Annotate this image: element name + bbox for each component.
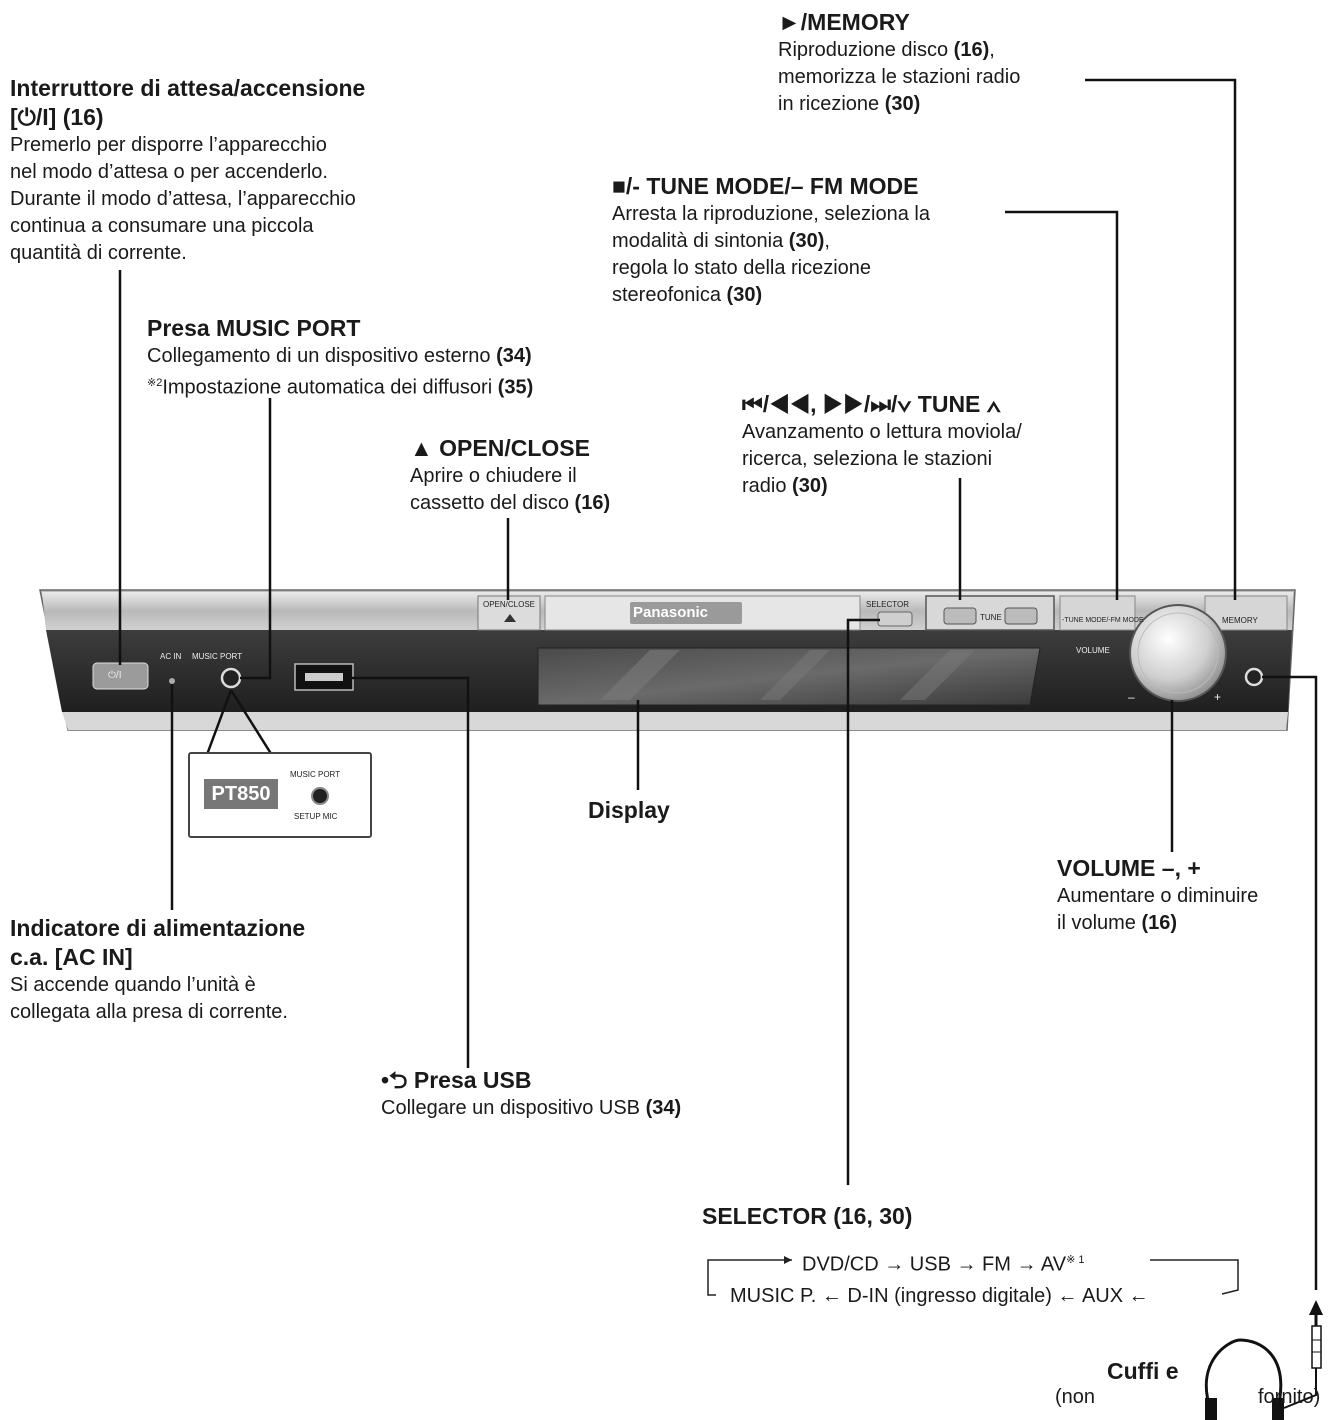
panel-volume-plus: + bbox=[1214, 690, 1222, 704]
stop-line3: regola lo stato della ricezione bbox=[612, 257, 872, 279]
stop-title: ■/- TUNE MODE/– FM MODE bbox=[612, 173, 919, 199]
music-port-note-mark: ※2 bbox=[147, 377, 163, 389]
volume-ref: (16) bbox=[1141, 912, 1178, 934]
music-port-callout: Presa MUSIC PORT Collegamento di un disp… bbox=[147, 314, 533, 402]
open-close-line1: Aprire o chiudere il bbox=[410, 465, 577, 487]
panel-open-close-label: OPEN/CLOSE bbox=[483, 600, 536, 609]
memory-line2: memorizza le stazioni radio bbox=[778, 66, 1021, 88]
panel-selector-label: SELECTOR bbox=[866, 600, 909, 609]
pt850-badge: PT850 bbox=[204, 779, 278, 809]
panel-volume-label: VOLUME bbox=[1076, 646, 1110, 655]
power-desc-5: quantità di corrente. bbox=[10, 242, 187, 264]
open-close-ref: (16) bbox=[574, 492, 611, 514]
tune-title: ⏮/◀◀, ▶▶/⏭/∨ TUNE ∧ bbox=[742, 391, 1001, 417]
panel-tune-mode-label: -TUNE MODE/-FM MODE bbox=[1062, 617, 1144, 624]
stop-line4-ref: (30) bbox=[726, 284, 763, 306]
pt850-inset: PT850 MUSIC PORT SETUP MIC bbox=[188, 752, 372, 838]
tune-line2: ricerca, seleziona le stazioni bbox=[742, 448, 993, 470]
stop-line4: stereofonica bbox=[612, 284, 721, 306]
tune-line1: Avanzamento o lettura moviola/ bbox=[742, 421, 1022, 443]
volume-callout: VOLUME –, + Aumentare o diminuire il vol… bbox=[1057, 854, 1258, 937]
inset-jack bbox=[311, 787, 329, 805]
power-button[interactable]: ⏻/I bbox=[108, 670, 122, 681]
memory-callout: ►/MEMORY Riproduzione disco (16), memori… bbox=[778, 8, 1020, 118]
power-title: Interruttore di attesa/accensione bbox=[10, 75, 366, 101]
ac-in-title1: Indicatore di alimentazione bbox=[10, 915, 306, 941]
power-desc-1: Premerlo per disporre l’apparecchio bbox=[10, 134, 327, 156]
music-port-line2: Impostazione automatica dei diffusori bbox=[162, 376, 493, 399]
power-symbol: [⏻/I] bbox=[10, 104, 57, 130]
panel-ac-in-label: AC IN bbox=[160, 652, 182, 661]
volume-line2: il volume bbox=[1057, 912, 1136, 934]
ac-in-line2: collegata alla presa di corrente. bbox=[10, 1001, 288, 1023]
usb-callout: •⮌ Presa USB Collegare un dispositivo US… bbox=[381, 1066, 681, 1122]
open-close-callout: ▲ OPEN/CLOSE Aprire o chiudere il casset… bbox=[410, 434, 610, 517]
memory-title: ►/MEMORY bbox=[778, 9, 910, 35]
stop-line1: Arresta la riproduzione, seleziona la bbox=[612, 203, 930, 225]
music-port-line1-ref: (34) bbox=[496, 345, 532, 367]
usb-title: Presa USB bbox=[413, 1067, 532, 1093]
selector-title: SELECTOR (16, 30) bbox=[702, 1203, 913, 1229]
inset-music-port-label: MUSIC PORT bbox=[290, 770, 341, 779]
panel-brand-logo: Panasonic bbox=[633, 604, 709, 621]
panel-memory-label: MEMORY bbox=[1222, 616, 1258, 625]
volume-line1: Aumentare o diminuire bbox=[1057, 885, 1259, 907]
memory-line1-tail: , bbox=[989, 39, 995, 61]
usb-line1: Collegare un dispositivo USB bbox=[381, 1097, 641, 1119]
power-desc-2: nel modo d’attesa o per accenderlo. bbox=[10, 161, 328, 183]
open-close-line2: cassetto del disco bbox=[410, 492, 569, 514]
ac-in-line1: Si accende quando l’unità è bbox=[10, 974, 256, 996]
volume-title: VOLUME –, + bbox=[1057, 855, 1201, 881]
open-close-title: ▲ OPEN/CLOSE bbox=[410, 435, 590, 461]
selector-row1: DVD/CD → USB → FM → AV※ 1 bbox=[802, 1247, 1085, 1279]
power-callout: Interruttore di attesa/accensione [⏻/I] … bbox=[10, 74, 365, 267]
panel-volume-minus: – bbox=[1128, 690, 1135, 704]
tune-line3: radio bbox=[742, 475, 787, 497]
memory-line3-ref: (30) bbox=[884, 93, 921, 115]
memory-line1-ref: (16) bbox=[953, 39, 990, 61]
ac-in-callout: Indicatore di alimentazione c.a. [AC IN]… bbox=[10, 914, 305, 1026]
stop-callout: ■/- TUNE MODE/– FM MODE Arresta la ripro… bbox=[612, 172, 930, 309]
panel-music-port-label: MUSIC PORT bbox=[192, 652, 243, 661]
music-port-line2-ref: (35) bbox=[497, 376, 534, 399]
stop-line2-tail: , bbox=[824, 230, 830, 252]
selector-row1-text: DVD/CD → USB → FM → AV bbox=[802, 1253, 1067, 1276]
selector-row1-mark: ※ 1 bbox=[1066, 1254, 1085, 1266]
headphones-note-close: fornito) bbox=[1258, 1386, 1321, 1408]
stop-line2-ref: (30) bbox=[788, 230, 825, 252]
usb-icon: •⮌ bbox=[381, 1067, 408, 1093]
headphones-note-open: (non bbox=[1055, 1386, 1096, 1408]
tune-callout: ⏮/◀◀, ▶▶/⏭/∨ TUNE ∧ Avanzamento o lettur… bbox=[742, 390, 1022, 500]
memory-line1: Riproduzione disco bbox=[778, 39, 949, 61]
power-ref: (16) bbox=[62, 104, 104, 130]
tune-line3-ref: (30) bbox=[792, 475, 828, 497]
power-desc-4: continua a consumare una piccola bbox=[10, 215, 314, 237]
usb-ref: (34) bbox=[645, 1097, 682, 1119]
music-port-title: Presa MUSIC PORT bbox=[147, 315, 361, 341]
stop-line2: modalità di sintonia bbox=[612, 230, 784, 252]
ac-in-title2: c.a. [AC IN] bbox=[10, 944, 133, 970]
inset-setup-mic-label: SETUP MIC bbox=[294, 812, 338, 821]
memory-line3: in ricezione bbox=[778, 93, 880, 115]
music-port-line1: Collegamento di un dispositivo esterno bbox=[147, 345, 491, 367]
selector-row2: MUSIC P. ← D-IN (ingresso digitale) ← AU… bbox=[730, 1285, 1149, 1307]
power-desc-3: Durante il modo d’attesa, l’apparecchio bbox=[10, 188, 356, 210]
display-title: Display bbox=[588, 797, 670, 823]
headphones-title: Cuffi e bbox=[1107, 1358, 1179, 1384]
panel-tune-label: TUNE bbox=[980, 613, 1002, 622]
